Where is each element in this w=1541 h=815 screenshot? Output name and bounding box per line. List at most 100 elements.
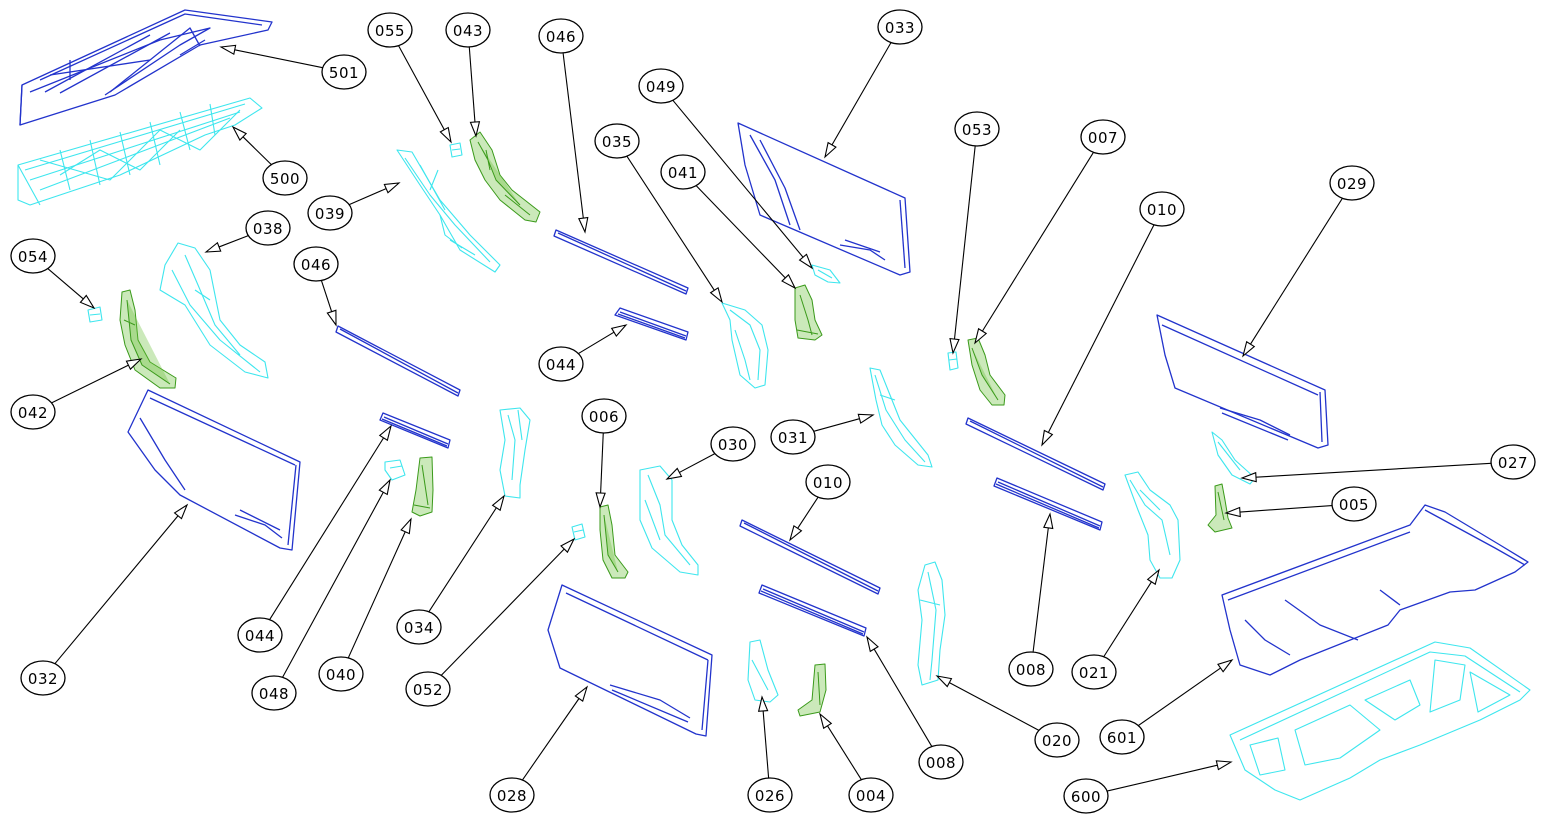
part-033 (737, 122, 911, 276)
leader-line-043 (468, 46, 476, 123)
leader-line-034 (428, 507, 497, 613)
callout-label: 033 (885, 19, 915, 37)
callout-circle (1071, 654, 1117, 690)
part-053 (947, 351, 959, 371)
callout-circle (321, 54, 367, 90)
leader-line-027 (1255, 462, 1492, 478)
callout-circle (638, 68, 684, 104)
leader-line-010 (797, 496, 819, 529)
leader-line-501 (234, 49, 323, 69)
callout-010: 010 (1139, 191, 1185, 227)
leader-arrowhead-035 (709, 286, 723, 304)
callout-label: 034 (404, 619, 434, 637)
leader-arrowhead-008 (866, 635, 879, 653)
part-046-mid (335, 325, 461, 397)
leader-line-030 (679, 453, 716, 473)
leader-arrowhead-033 (824, 141, 837, 159)
callout-label: 044 (245, 627, 275, 645)
part-044-left (379, 412, 451, 449)
callout-circle (293, 246, 339, 282)
part-046-upper (553, 229, 689, 295)
callout-circle (237, 617, 283, 653)
leader-line-600 (1106, 764, 1218, 792)
callout-label: 030 (718, 436, 748, 454)
callout-label: 053 (962, 121, 992, 139)
leader-line-006 (600, 432, 604, 494)
callout-circle (10, 394, 56, 430)
part-roof-inner (17, 97, 263, 206)
callout-circle (367, 12, 413, 48)
parts-layer (17, 9, 1531, 801)
callout-007: 007 (1080, 119, 1126, 155)
leader-arrowhead-501 (219, 44, 237, 56)
callout-052: 052 (405, 671, 451, 707)
leader-line-029 (1249, 197, 1343, 345)
callout-label: 046 (546, 28, 576, 46)
callout-label: 052 (413, 681, 443, 699)
leader-arrowhead-046 (326, 309, 337, 327)
leader-line-055 (398, 45, 445, 130)
leader-line-010 (1047, 224, 1155, 433)
leader-line-031 (813, 418, 860, 432)
callout-label: 044 (546, 356, 576, 374)
callout-circle (805, 464, 851, 500)
part-034 (499, 407, 531, 499)
leader-line-601 (1137, 667, 1221, 727)
callout-circle (489, 777, 535, 813)
callout-029: 029 (1329, 165, 1375, 201)
callout-020: 020 (1034, 722, 1080, 758)
callout-010: 010 (805, 464, 851, 500)
callout-label: 601 (1107, 729, 1137, 747)
part-052 (571, 523, 586, 541)
callout-008: 008 (918, 744, 964, 780)
leader-line-020 (949, 682, 1040, 731)
callout-label: 032 (28, 670, 58, 688)
callout-500: 500 (262, 160, 308, 196)
callout-041: 041 (660, 154, 706, 190)
callout-032: 032 (20, 660, 66, 696)
part-010-upper (965, 417, 1106, 491)
callout-circle (1139, 191, 1185, 227)
leader-arrowhead-005 (1224, 506, 1241, 518)
callout-031: 031 (770, 419, 816, 455)
leader-line-021 (1103, 581, 1152, 658)
callout-circle (1034, 722, 1080, 758)
callout-circle (877, 9, 923, 45)
callout-circle (1063, 778, 1109, 814)
callout-circle (262, 160, 308, 196)
leader-arrowhead-042 (125, 358, 143, 371)
callout-040: 040 (318, 656, 364, 692)
callout-circle (10, 238, 56, 274)
leader-arrowhead-038 (204, 241, 222, 253)
callout-049: 049 (638, 68, 684, 104)
leader-line-007 (981, 152, 1094, 332)
leader-line-008 (1032, 527, 1049, 653)
leader-line-005 (1239, 504, 1333, 513)
callout-501: 501 (321, 54, 367, 90)
callout-circle (581, 398, 627, 434)
part-044-upper (614, 307, 689, 341)
part-029 (1156, 314, 1329, 449)
callout-label: 005 (1339, 496, 1369, 514)
callout-circle (1099, 719, 1145, 755)
leader-arrowhead-034 (491, 494, 505, 512)
part-roof-outer (19, 9, 273, 126)
callout-030: 030 (710, 426, 756, 462)
part-601 (1221, 504, 1529, 676)
leader-line-044 (578, 331, 615, 355)
callout-circle (538, 18, 584, 54)
part-008-upper (993, 477, 1103, 531)
callout-021: 021 (1071, 654, 1117, 690)
leader-arrowhead-046 (578, 216, 589, 234)
callout-label: 043 (453, 22, 483, 40)
callout-034: 034 (396, 609, 442, 645)
leader-line-041 (695, 185, 786, 279)
leader-arrowhead-004 (819, 712, 833, 730)
callout-048: 048 (251, 675, 297, 711)
callout-035: 035 (594, 123, 640, 159)
leader-arrowhead-026 (757, 695, 769, 712)
part-040 (411, 456, 434, 517)
callout-055: 055 (367, 12, 413, 48)
